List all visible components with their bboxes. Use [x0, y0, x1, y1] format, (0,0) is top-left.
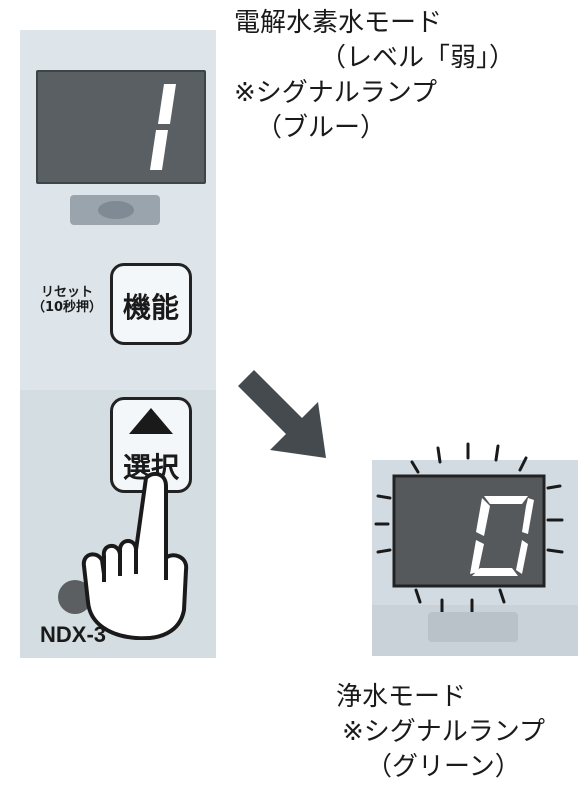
- select-button[interactable]: 選択: [110, 397, 192, 493]
- caption-mode-name: 電解水素水モード: [234, 8, 443, 38]
- signal-lamp-light: [98, 201, 134, 219]
- caption-signal-lamp-2: ※シグナルランプ: [342, 717, 546, 747]
- function-button[interactable]: 機能: [110, 263, 192, 345]
- device-panel: リセット （10秒押） 機能 選択 NDX-3: [20, 30, 216, 658]
- caption-level: （レベル「弱」）: [320, 43, 516, 73]
- segment-lower: [150, 130, 168, 170]
- caption-purified-mode: 浄水モード ※シグナルランプ （グリーン）: [336, 680, 545, 785]
- display-digit-zero: [470, 496, 534, 576]
- segment-upper: [158, 84, 176, 124]
- zoom-display: [374, 442, 564, 642]
- caption-lamp-color-2: （グリーン）: [366, 752, 521, 782]
- reset-label: リセット （10秒押）: [26, 285, 108, 315]
- signal-lamp-green: [428, 612, 518, 642]
- reset-label-line2: （10秒押）: [31, 300, 103, 315]
- flash-rays-icon: [374, 442, 564, 614]
- model-label: NDX-3: [40, 622, 107, 647]
- caption-hydrogen-mode: 電解水素水モード （レベル「弱」） ※シグナルランプ （ブルー）: [234, 6, 515, 146]
- pointing-hand-icon: [81, 471, 189, 640]
- signal-lamp-blue: [70, 195, 160, 225]
- caption-lamp-color: （ブルー）: [256, 113, 387, 143]
- arrow-down-right-icon: [238, 370, 326, 458]
- reset-label-line1: リセット: [40, 285, 93, 300]
- display-digit-one: [150, 84, 176, 170]
- caption-mode-name-2: 浄水モード: [336, 682, 467, 712]
- up-triangle-icon: [129, 408, 173, 434]
- caption-signal-lamp: ※シグナルランプ: [234, 78, 438, 108]
- level-display: [36, 70, 206, 184]
- function-button-label: 機能: [122, 291, 179, 324]
